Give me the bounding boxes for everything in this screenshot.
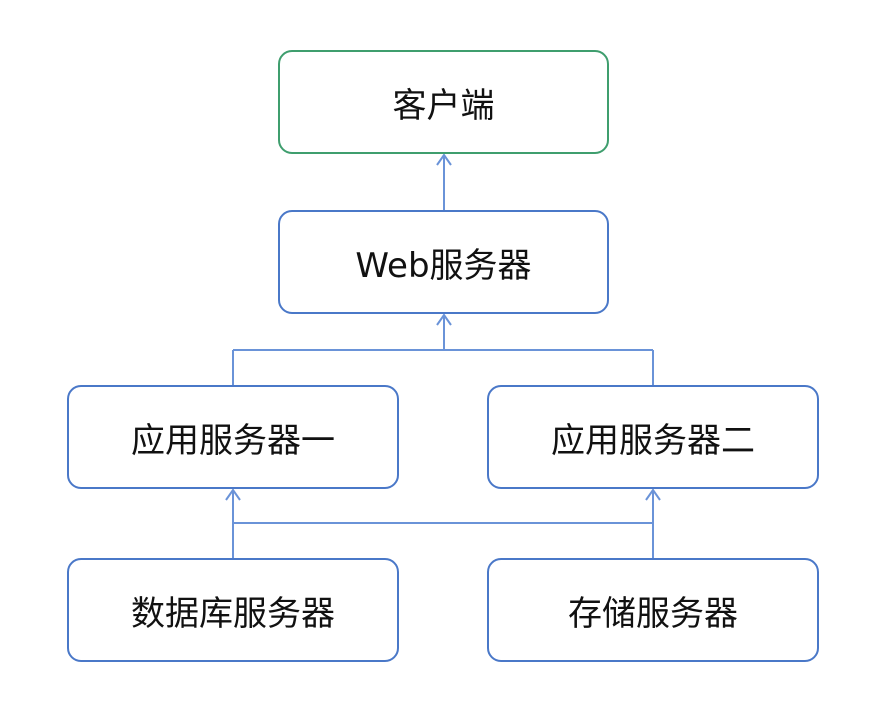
app-server-1-node: 应用服务器一 xyxy=(67,385,399,489)
app-server-2-label: 应用服务器二 xyxy=(551,420,755,461)
arrowhead-client xyxy=(436,153,452,166)
arrowhead-app1 xyxy=(225,488,241,501)
db-server-label: 数据库服务器 xyxy=(131,593,335,634)
storage-server-label: 存储服务器 xyxy=(568,593,738,634)
client-label: 客户端 xyxy=(392,85,495,126)
arrowhead-web xyxy=(436,313,452,326)
web-server-node: Web服务器 xyxy=(278,210,609,314)
arrowhead-app2 xyxy=(645,488,661,501)
app-server-2-node: 应用服务器二 xyxy=(487,385,819,489)
storage-server-node: 存储服务器 xyxy=(487,558,819,662)
app-server-1-label: 应用服务器一 xyxy=(131,420,335,461)
client-node: 客户端 xyxy=(278,50,609,154)
web-server-label: Web服务器 xyxy=(355,245,532,286)
db-server-node: 数据库服务器 xyxy=(67,558,399,662)
